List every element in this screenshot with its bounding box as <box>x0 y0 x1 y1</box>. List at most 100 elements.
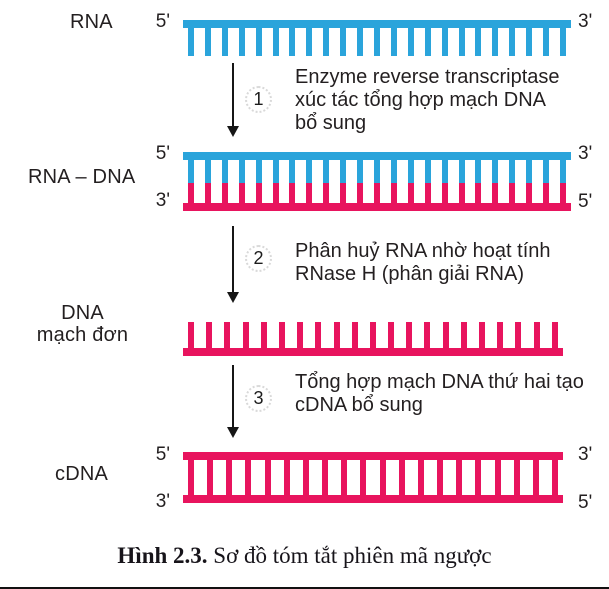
hybrid-rung <box>543 160 550 203</box>
rna-tooth <box>441 28 448 56</box>
rna-tooth <box>255 28 262 56</box>
ssdna-tooth <box>369 322 376 348</box>
cdna-rung <box>551 460 558 495</box>
step2-number: 2 <box>253 248 264 268</box>
rna-tooth <box>526 28 533 56</box>
ssdna-tooth <box>497 322 504 348</box>
hybrid-top-left-prime: 5' <box>155 143 170 164</box>
cdna-top-backbone <box>183 452 563 460</box>
hybrid-strand <box>183 152 571 211</box>
hybrid-rung <box>509 160 516 203</box>
hybrid-rungs <box>183 160 571 203</box>
cdna-rung <box>322 460 329 495</box>
hybrid-rung <box>188 160 194 203</box>
step1-description: Enzyme reverse transcriptase xúc tác tổn… <box>295 66 560 135</box>
ssdna-tooth <box>515 322 522 348</box>
step2-line1: Phân huỷ RNA nhờ hoạt tính <box>295 240 551 262</box>
cdna-rung <box>188 460 194 495</box>
rna-tooth <box>424 28 431 56</box>
hybrid-rung <box>255 160 262 203</box>
cdna-rung <box>302 460 309 495</box>
cdna-rung <box>456 460 463 495</box>
ssdna-tooth <box>315 322 322 348</box>
step2-arrow-shaft <box>231 226 235 292</box>
cdna-bottom-right-prime: 5' <box>578 492 593 513</box>
cdna-rung <box>532 460 539 495</box>
hybrid-rung <box>407 160 414 203</box>
ssdna-tooth <box>533 322 540 348</box>
hybrid-rung <box>424 160 431 203</box>
step2-description: Phân huỷ RNA nhờ hoạt tính RNase H (phân… <box>295 240 551 286</box>
hybrid-bottom-right-prime: 5' <box>578 191 593 212</box>
ssdna-tooth <box>297 322 304 348</box>
cdna-rung <box>360 460 367 495</box>
ssdna-tooth <box>351 322 358 348</box>
step2-arrow <box>227 226 239 303</box>
cdna-rung <box>494 460 501 495</box>
hybrid-rung <box>238 160 245 203</box>
cdna-strand <box>183 452 563 503</box>
rna-tooth <box>509 28 516 56</box>
rna-left-prime: 5' <box>155 11 170 32</box>
hybrid-top-right-prime: 3' <box>578 143 593 164</box>
ssdna-tooth <box>406 322 413 348</box>
rna-tooth <box>373 28 380 56</box>
hybrid-rung <box>204 160 211 203</box>
rna-tooth <box>390 28 397 56</box>
rna-tooth <box>204 28 211 56</box>
rna-tooth <box>492 28 499 56</box>
cdna-row-label: cDNA <box>55 463 109 485</box>
ssdna-label-line2: mạch đơn <box>36 324 129 346</box>
hybrid-rung <box>323 160 330 203</box>
rna-tooth <box>357 28 364 56</box>
step3-line1: Tổng hợp mạch DNA thứ hai tạo <box>295 371 584 393</box>
rna-tooth <box>340 28 347 56</box>
ssdna-tooth <box>224 322 231 348</box>
ssdna-tooth <box>460 322 467 348</box>
ssdna-tooth <box>242 322 249 348</box>
cdna-rung <box>398 460 405 495</box>
cdna-rung <box>379 460 386 495</box>
hybrid-dna-backbone <box>183 203 571 211</box>
cdna-rung <box>341 460 348 495</box>
ssdna-backbone <box>183 348 563 356</box>
ssdna-tooth <box>278 322 285 348</box>
step1-arrowhead-icon <box>227 126 239 137</box>
ssdna-tooth <box>333 322 340 348</box>
cdna-top-left-prime: 5' <box>155 444 170 465</box>
step3-number-badge: 3 <box>245 385 272 412</box>
step1-arrow <box>227 63 239 137</box>
cdna-rung <box>207 460 214 495</box>
step3-arrowhead-icon <box>227 427 239 438</box>
hybrid-rung <box>492 160 499 203</box>
hybrid-rung <box>373 160 380 203</box>
cdna-rungs <box>183 460 563 495</box>
rna-tooth <box>238 28 245 56</box>
rna-tooth <box>188 28 194 56</box>
step1-number-badge: 1 <box>245 86 272 113</box>
ssdna-tooth <box>479 322 485 348</box>
step2-arrowhead-icon <box>227 292 239 303</box>
figure-caption-text: Sơ đồ tóm tắt phiên mã ngược <box>207 543 492 568</box>
rna-tooth <box>475 28 482 56</box>
hybrid-rung <box>289 160 296 203</box>
hybrid-rung <box>559 160 566 203</box>
hybrid-rna-backbone <box>183 152 571 160</box>
ssdna-tooth <box>260 322 267 348</box>
rna-row-label: RNA <box>70 11 113 33</box>
cdna-bottom-left-prime: 3' <box>155 491 170 512</box>
ssdna-tooth <box>206 322 213 348</box>
step1-number: 1 <box>253 89 264 109</box>
figure-caption-number: Hình 2.3. <box>117 543 208 568</box>
hybrid-row-label: RNA – DNA <box>28 166 136 188</box>
rna-tooth <box>543 28 550 56</box>
cdna-top-right-prime: 3' <box>578 444 593 465</box>
rna-right-prime: 3' <box>578 11 593 32</box>
rna-tooth <box>458 28 465 56</box>
step2-line2: RNase H (phân giải RNA) <box>295 263 524 285</box>
cdna-bottom-backbone <box>183 495 563 503</box>
hybrid-rung <box>340 160 347 203</box>
cdna-rung <box>264 460 271 495</box>
step3-number: 3 <box>253 388 264 408</box>
ssdna-strand <box>183 322 563 356</box>
